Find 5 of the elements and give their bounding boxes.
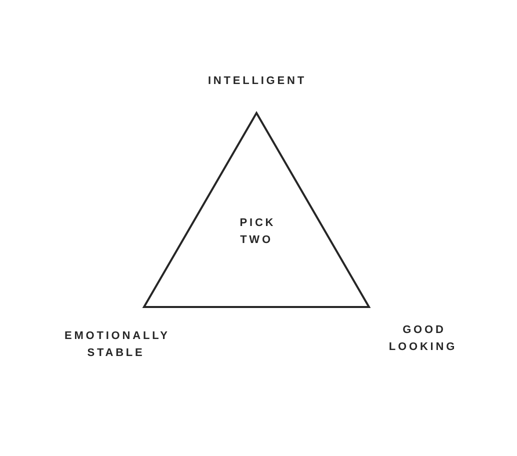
vertex-label: EMOTIONALLY STABLE bbox=[63, 329, 171, 361]
triangle-shape bbox=[143, 112, 370, 308]
vertex-label: INTELLIGENT bbox=[206, 74, 308, 89]
triangle-label: PICK TWO bbox=[238, 216, 277, 248]
vertex-label: GOOD LOOKING bbox=[388, 323, 458, 355]
